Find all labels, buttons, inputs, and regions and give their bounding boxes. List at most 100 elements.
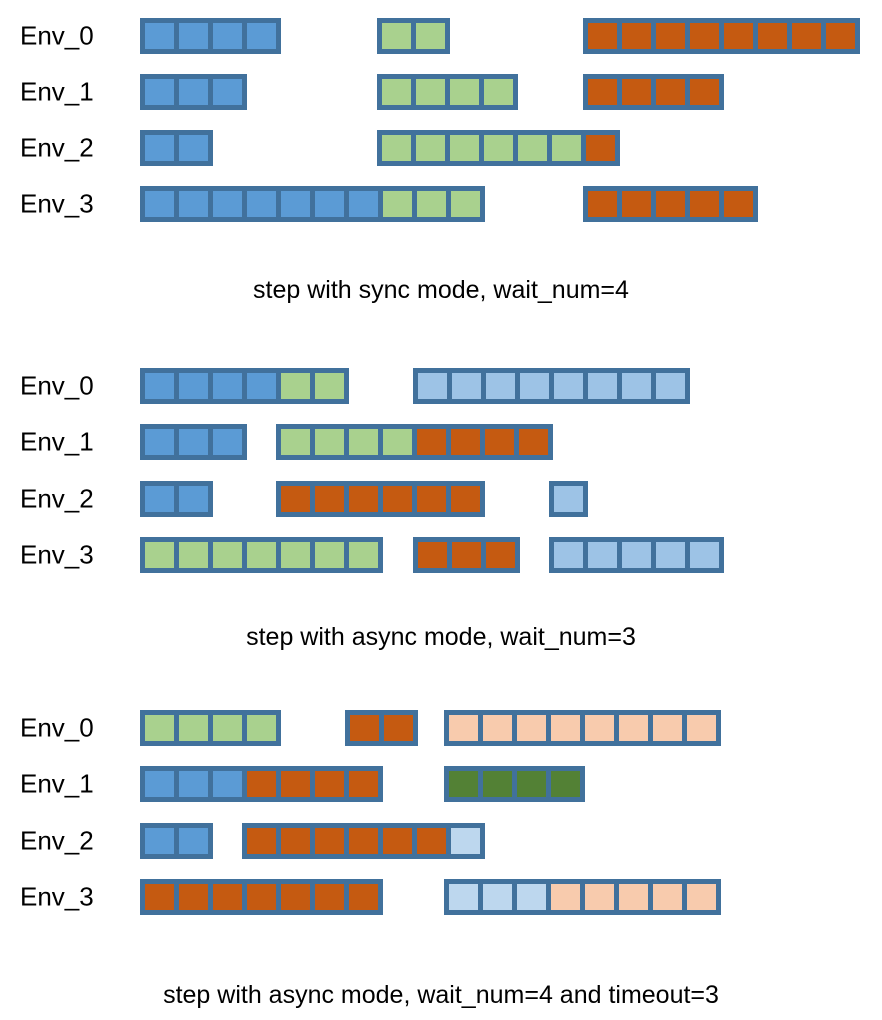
step-cell-lightblue xyxy=(690,542,719,568)
timeline-bar xyxy=(140,130,213,166)
env-label: Env_0 xyxy=(20,712,94,743)
step-cell-peach xyxy=(585,884,614,910)
step-cell-green xyxy=(383,429,412,455)
step-cell-blue xyxy=(179,79,208,105)
step-cell-orange xyxy=(281,486,310,512)
step-cell-blue xyxy=(179,373,208,399)
step-cell-green xyxy=(247,542,276,568)
step-cell-blue xyxy=(179,771,208,797)
step-cell-blue xyxy=(213,771,242,797)
env-label: Env_0 xyxy=(20,20,94,51)
step-cell-green xyxy=(450,135,479,161)
step-cell-orange xyxy=(247,828,276,854)
timeline-bar xyxy=(242,823,485,859)
step-cell-peach xyxy=(551,884,580,910)
timeline-bar xyxy=(377,74,518,110)
step-cell-orange xyxy=(622,23,651,49)
step-cell-orange xyxy=(417,429,446,455)
step-cell-green xyxy=(518,135,547,161)
step-cell-lightblue xyxy=(588,373,617,399)
step-cell-orange xyxy=(281,771,310,797)
step-cell-orange xyxy=(315,486,344,512)
timeline-bar xyxy=(583,186,758,222)
timeline-bar xyxy=(140,424,247,460)
step-cell-peach xyxy=(619,715,648,741)
timeline-bar xyxy=(549,481,588,517)
env-label: Env_2 xyxy=(20,132,94,163)
timeline-bar xyxy=(140,537,383,573)
step-cell-orange xyxy=(452,542,481,568)
env-label: Env_3 xyxy=(20,539,94,570)
step-cell-blue xyxy=(179,486,208,512)
step-cell-blue xyxy=(281,191,310,217)
step-cell-orange xyxy=(315,884,344,910)
step-cell-orange xyxy=(724,191,753,217)
step-cell-blue xyxy=(247,23,276,49)
step-cell-blue xyxy=(145,373,174,399)
step-cell-peach xyxy=(449,715,478,741)
step-cell-orange xyxy=(145,884,174,910)
step-cell-lightblue xyxy=(588,542,617,568)
step-cell-orange xyxy=(826,23,855,49)
step-cell-orange xyxy=(213,884,242,910)
step-cell-peach xyxy=(585,715,614,741)
step-cell-orange xyxy=(315,828,344,854)
step-cell-blue xyxy=(145,828,174,854)
step-cell-orange xyxy=(179,884,208,910)
step-cell-orange xyxy=(383,486,412,512)
timeline-bar xyxy=(549,537,724,573)
step-cell-orange xyxy=(247,771,276,797)
step-cell-blue xyxy=(179,23,208,49)
step-cell-blue xyxy=(145,429,174,455)
step-cell-orange xyxy=(451,486,480,512)
env-label: Env_3 xyxy=(20,881,94,912)
step-cell-lightblue xyxy=(554,373,583,399)
step-cell-orange xyxy=(315,771,344,797)
timeline-bar xyxy=(583,74,724,110)
step-cell-orange xyxy=(417,828,446,854)
step-cell-blue xyxy=(213,79,242,105)
step-cell-lightblue xyxy=(452,373,481,399)
env-label: Env_2 xyxy=(20,825,94,856)
step-cell-blue xyxy=(145,191,174,217)
step-cell-green xyxy=(451,191,480,217)
step-cell-green xyxy=(281,542,310,568)
env-label: Env_1 xyxy=(20,768,94,799)
panel-caption: step with async mode, wait_num=4 and tim… xyxy=(163,981,719,1009)
step-cell-paleblue xyxy=(451,828,480,854)
step-cell-blue xyxy=(179,828,208,854)
step-cell-green xyxy=(416,23,445,49)
step-cell-orange xyxy=(690,191,719,217)
timeline-bar xyxy=(140,368,349,404)
step-cell-green xyxy=(247,715,276,741)
step-cell-blue xyxy=(213,429,242,455)
step-cell-green xyxy=(213,542,242,568)
step-cell-orange xyxy=(485,429,514,455)
timeline-bar xyxy=(140,710,281,746)
step-cell-orange xyxy=(792,23,821,49)
step-cell-orange xyxy=(417,486,446,512)
step-cell-peach xyxy=(483,715,512,741)
step-cell-green xyxy=(281,429,310,455)
step-cell-orange xyxy=(281,828,310,854)
step-cell-green xyxy=(382,79,411,105)
timeline-bar xyxy=(377,18,450,54)
step-cell-green xyxy=(382,135,411,161)
step-cell-green xyxy=(349,429,378,455)
step-cell-lightblue xyxy=(554,542,583,568)
step-cell-blue xyxy=(213,373,242,399)
env-label: Env_3 xyxy=(20,188,94,219)
step-cell-orange xyxy=(451,429,480,455)
timeline-bar xyxy=(140,879,383,915)
step-cell-green xyxy=(484,135,513,161)
panel-caption: step with async mode, wait_num=3 xyxy=(246,623,636,651)
timeline-bar xyxy=(140,186,485,222)
step-cell-orange xyxy=(656,79,685,105)
step-cell-lightblue xyxy=(622,542,651,568)
step-cell-orange xyxy=(588,191,617,217)
env-label: Env_1 xyxy=(20,426,94,457)
step-cell-orange xyxy=(418,542,447,568)
step-cell-green xyxy=(179,715,208,741)
step-cell-lightblue xyxy=(486,373,515,399)
